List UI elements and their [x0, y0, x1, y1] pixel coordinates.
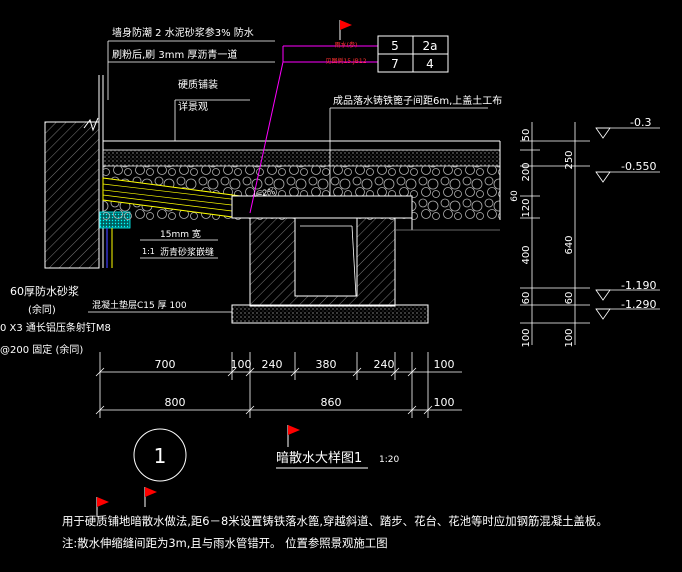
red-note-2: 见图例15.JB12: [325, 57, 366, 65]
asphalt-joint-note: 沥青砂浆嵌缝: [160, 246, 214, 258]
hdim-860: 860: [321, 396, 342, 409]
index-cell-1: 5: [391, 39, 399, 53]
vdim-60-left: 60: [510, 190, 520, 202]
leader-lines: [88, 40, 488, 313]
hdim-700: 700: [155, 358, 176, 371]
flag-icon: [144, 487, 157, 507]
index-table: 5 2a 7 4 雨水(参) 见图例15.JB12: [325, 35, 449, 73]
vdim-60b: 60: [564, 292, 575, 305]
vdim-200: 200: [521, 162, 532, 181]
hdim-100a: 100: [231, 358, 252, 371]
vdim-100b: 100: [564, 328, 575, 347]
paving-note-1: 硬质铺装: [178, 78, 218, 91]
bottom-note-2: 注:散水伸缩缝间距为3m,且与雨水管错开。 位置参照景观施工图: [62, 536, 388, 550]
vertical-dimension-labels: 50 200 120 400 60 100 250 640 60 100 60: [510, 129, 575, 348]
vdim-120: 120: [521, 198, 532, 217]
elevation-labels: -0.3 -0.550 -1.190 -1.290: [621, 116, 656, 311]
same-as-left-note: (余同): [28, 303, 56, 316]
flag-icon: [287, 425, 300, 447]
wall-note-2: 刷粉后,刷 3mm 厚沥青一道: [112, 48, 237, 61]
magenta-leader: [249, 45, 378, 214]
vdim-50: 50: [521, 129, 532, 142]
detail-title: 1 暗散水大样图1 1:20: [133, 428, 399, 482]
paving-note-2: 详景观: [178, 100, 208, 113]
grate-note: 成品落水铸铁篦子间距6m,上盖土工布: [333, 94, 502, 107]
mortar-width-note: 15mm 宽: [160, 228, 201, 240]
wall-note-1: 墙身防潮 2 水泥砂浆参3% 防水: [112, 26, 254, 39]
index-cell-4: 4: [426, 57, 434, 71]
vdim-250: 250: [564, 150, 575, 169]
wall-section: [44, 75, 131, 269]
elevation-4: -1.290: [621, 298, 656, 311]
cushion-note: 混凝土垫层C15 厚 100: [92, 299, 187, 311]
slope-ratio: 1:1: [142, 247, 155, 256]
bottom-note-1: 用于硬质铺地暗散水做法,距6－8米设置铸铁落水篦,穿越斜道、踏步、花台、花池等时…: [62, 514, 608, 528]
waterproof-mortar-note: 60厚防水砂浆: [10, 284, 79, 298]
detail-number: 1: [154, 444, 167, 468]
annotations: 墙身防潮 2 水泥砂浆参3% 防水 刷粉后,刷 3mm 厚沥青一道 硬质铺装 详…: [0, 26, 502, 356]
vdim-640: 640: [564, 235, 575, 254]
bottom-notes: 用于硬质铺地暗散水做法,距6－8米设置铸铁落水篦,穿越斜道、踏步、花台、花池等时…: [62, 514, 608, 550]
flag-icon: [96, 497, 109, 517]
bolt-note: 0 X3 通长铝压条射钉M8: [0, 321, 111, 334]
flag-icons: [96, 20, 352, 517]
hdim-240a: 240: [262, 358, 283, 371]
index-cell-2: 2a: [423, 39, 438, 53]
elevation-2: -0.550: [621, 160, 656, 173]
elevation-markers: [595, 127, 660, 320]
hdim-380: 380: [316, 358, 337, 371]
detail-scale: 1:20: [379, 455, 399, 465]
drain-channel: [231, 195, 500, 324]
slope-label: i=2%: [253, 187, 276, 199]
hdim-240b: 240: [374, 358, 395, 371]
vertical-dimensions: [520, 122, 590, 345]
vdim-60: 60: [521, 292, 532, 305]
hdim-800: 800: [165, 396, 186, 409]
index-cell-3: 7: [391, 57, 399, 71]
vdim-400: 400: [521, 245, 532, 264]
elevation-3: -1.190: [621, 279, 656, 292]
horizontal-dimension-labels: 700 100 240 380 240 100 800 860 100: [155, 358, 455, 409]
fix-note: @200 固定 (余同): [0, 343, 83, 356]
elevation-1: -0.3: [630, 116, 651, 129]
vdim-100a: 100: [521, 328, 532, 347]
hdim-100b: 100: [434, 358, 455, 371]
hdim-100c: 100: [434, 396, 455, 409]
flag-icon: [339, 20, 352, 40]
detail-title-text: 暗散水大样图1: [276, 451, 362, 466]
red-note-1: 雨水(参): [335, 41, 358, 49]
horizontal-dimensions: [95, 352, 462, 418]
